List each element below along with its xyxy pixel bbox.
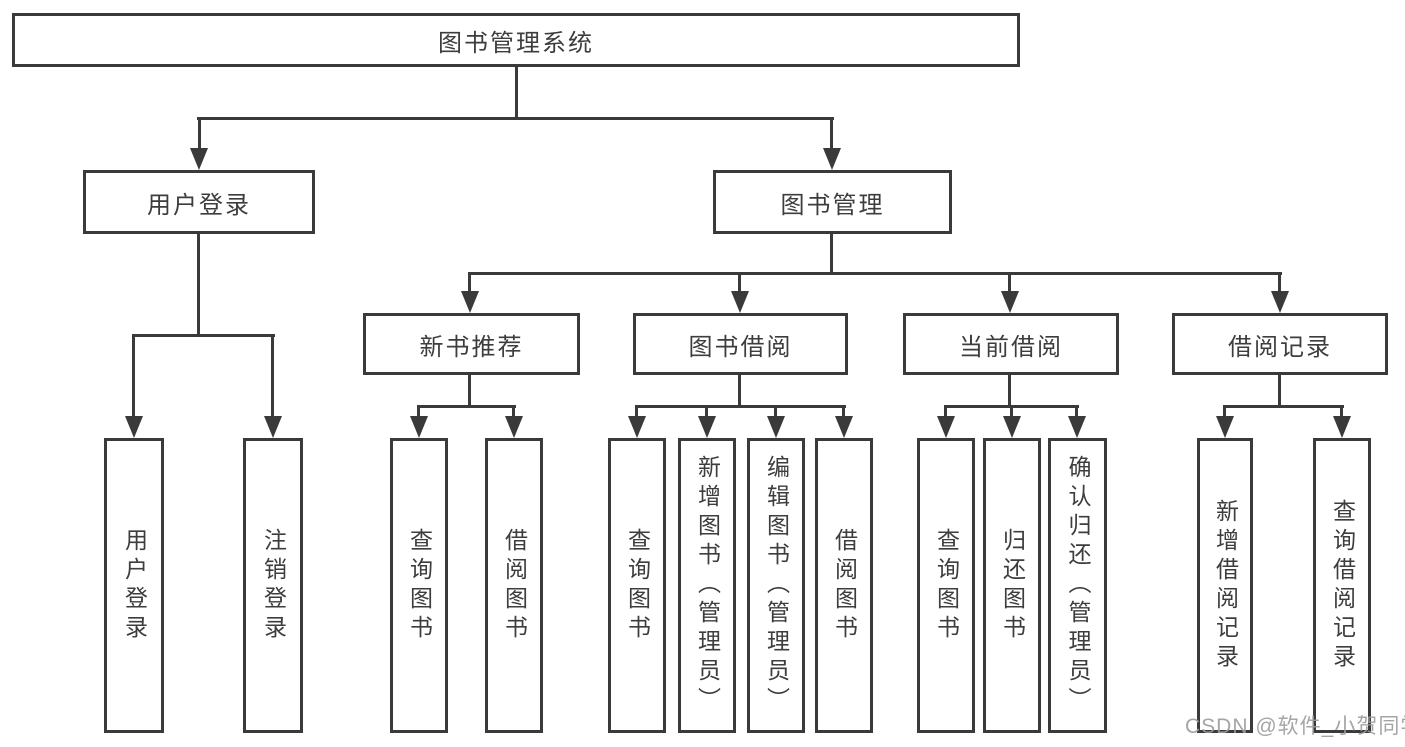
connector-line <box>198 117 201 150</box>
arrow-down-icon <box>1271 291 1289 313</box>
arrow-down-icon <box>505 416 523 438</box>
connector-line <box>132 334 275 337</box>
arrow-down-icon <box>461 291 479 313</box>
leaf-label: 新增借阅记录 <box>1212 498 1239 673</box>
node-label: 用户登录 <box>147 191 251 219</box>
arrow-down-icon <box>698 416 716 438</box>
arrow-down-icon <box>1333 416 1351 438</box>
leaf-borrow-books-2: 借阅图书 <box>815 438 873 733</box>
leaf-label: 用户登录 <box>121 527 148 644</box>
leaf-query-books-3: 查询图书 <box>917 438 975 733</box>
node-label: 新书推荐 <box>419 333 524 361</box>
node-label: 图书借阅 <box>688 333 793 361</box>
leaf-add-borrow-record: 新增借阅记录 <box>1197 438 1253 733</box>
leaf-label: 查询图书 <box>624 527 651 644</box>
leaf-query-books-2: 查询图书 <box>608 438 666 733</box>
node-current-borrowing: 当前借阅 <box>903 313 1119 375</box>
leaf-label: 确认归还（管理员） <box>1065 455 1091 716</box>
node-root-system: 图书管理系统 <box>12 13 1020 67</box>
connector-line <box>468 272 1282 275</box>
node-label: 借阅记录 <box>1228 333 1332 361</box>
arrow-down-icon <box>190 148 208 170</box>
connector-line <box>738 375 741 408</box>
connector-line <box>1008 375 1011 408</box>
connector-line <box>132 334 135 418</box>
leaf-label: 查询借阅记录 <box>1329 498 1356 673</box>
connector-line <box>197 117 834 120</box>
leaf-label: 新增图书（管理员） <box>694 455 721 716</box>
connector-line <box>1008 272 1011 293</box>
connector-line <box>635 405 846 408</box>
leaf-add-books-admin: 新增图书（管理员） <box>678 438 736 733</box>
connector-line <box>705 405 708 418</box>
arrow-down-icon <box>731 291 749 313</box>
leaf-label: 归还图书 <box>999 527 1026 644</box>
arrow-down-icon <box>125 416 143 438</box>
leaf-logout: 注销登录 <box>243 438 303 733</box>
leaf-return-books: 归还图书 <box>983 438 1041 733</box>
arrow-down-icon <box>835 416 853 438</box>
connector-line <box>417 405 516 408</box>
csdn-watermark: CSDN @软件_小贺同学 <box>1185 715 1405 738</box>
connector-line <box>738 272 741 293</box>
connector-line <box>1010 405 1013 418</box>
connector-line <box>1278 272 1281 293</box>
connector-line <box>1075 405 1078 418</box>
connector-line <box>944 405 947 418</box>
connector-line <box>512 405 515 418</box>
node-label: 图书管理系统 <box>438 29 594 57</box>
node-borrowing-records: 借阅记录 <box>1172 313 1388 375</box>
connector-line <box>468 375 471 408</box>
connector-line <box>417 405 420 418</box>
arrow-down-icon <box>767 416 785 438</box>
node-user-login: 用户登录 <box>83 170 315 234</box>
node-label: 当前借阅 <box>959 333 1063 361</box>
connector-line <box>774 405 777 418</box>
leaf-label: 编辑图书（管理员） <box>763 455 790 716</box>
connector-line <box>1223 405 1344 408</box>
node-book-borrowing: 图书借阅 <box>633 313 848 375</box>
connector-line <box>1340 405 1343 418</box>
connector-line <box>842 405 845 418</box>
arrow-down-icon <box>823 148 841 170</box>
leaf-edit-books-admin: 编辑图书（管理员） <box>747 438 805 733</box>
node-label: 图书管理 <box>780 191 885 219</box>
leaf-label: 注销登录 <box>260 527 287 644</box>
connector-line <box>1223 405 1226 418</box>
leaf-borrow-books-1: 借阅图书 <box>485 438 543 733</box>
leaf-label: 查询图书 <box>406 527 433 644</box>
connector-line <box>830 117 833 150</box>
arrow-down-icon <box>628 416 646 438</box>
leaf-label: 借阅图书 <box>501 527 528 644</box>
leaf-label: 查询图书 <box>933 527 960 644</box>
arrow-down-icon <box>1001 291 1019 313</box>
connector-line <box>271 334 274 418</box>
connector-line <box>1278 375 1281 408</box>
leaf-user-login: 用户登录 <box>104 438 164 733</box>
connector-line <box>468 272 471 293</box>
arrow-down-icon <box>937 416 955 438</box>
connector-line <box>515 67 518 119</box>
arrow-down-icon <box>1216 416 1234 438</box>
leaf-confirm-return-admin: 确认归还（管理员） <box>1048 438 1107 733</box>
connector-line <box>635 405 638 418</box>
node-book-management: 图书管理 <box>713 170 952 234</box>
leaf-query-borrow-record: 查询借阅记录 <box>1313 438 1371 733</box>
arrow-down-icon <box>1068 416 1086 438</box>
connector-line <box>197 234 200 337</box>
arrow-down-icon <box>1003 416 1021 438</box>
arrow-down-icon <box>264 416 282 438</box>
leaf-label: 借阅图书 <box>831 527 858 644</box>
leaf-query-books-1: 查询图书 <box>390 438 448 733</box>
connector-line <box>830 234 833 275</box>
node-new-book-recommend: 新书推荐 <box>363 313 580 375</box>
arrow-down-icon <box>410 416 428 438</box>
